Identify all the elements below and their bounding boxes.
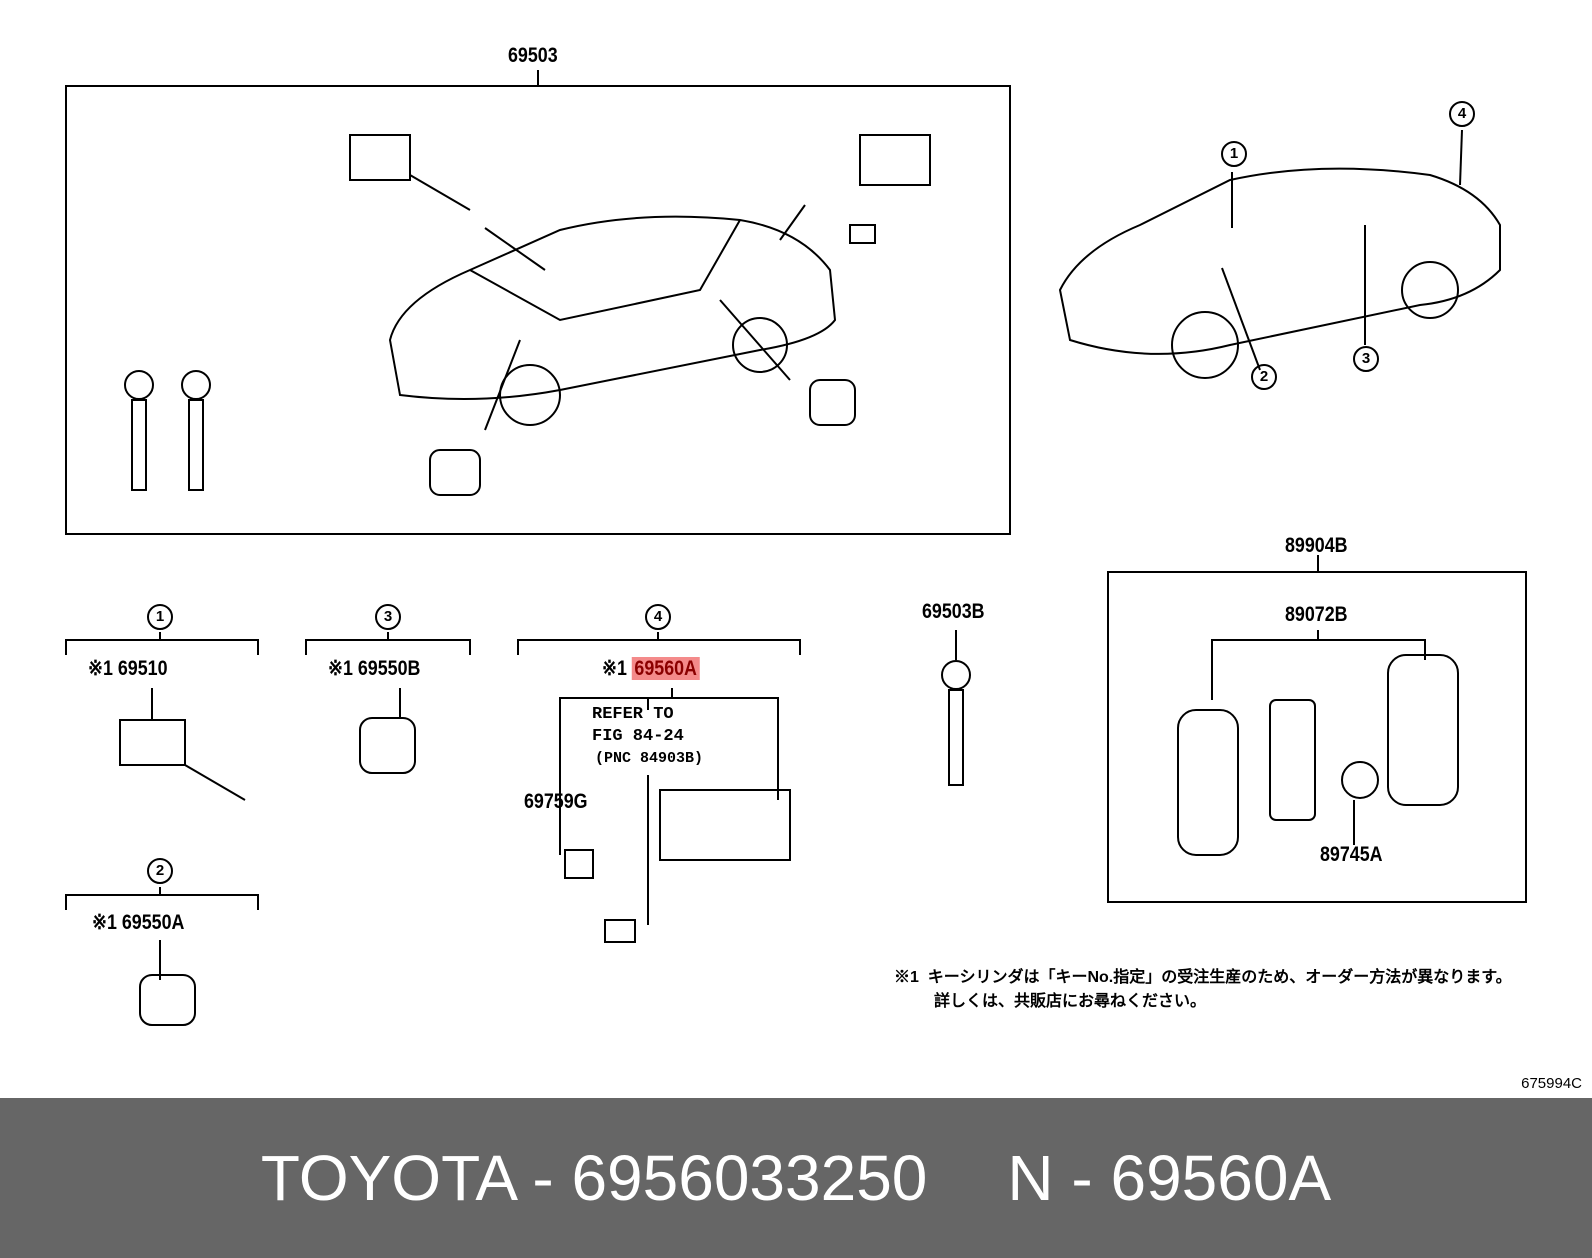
mark: ※1 xyxy=(92,911,117,934)
footnote-line-2: 詳しくは、共販店にお尋ねください。 xyxy=(934,993,1207,1010)
view-callout-1: 1 xyxy=(1221,141,1247,167)
group-3-label: ※1 69550B xyxy=(328,656,420,681)
figure-code: 675994C xyxy=(1521,1075,1582,1092)
part-69510[interactable]: 69510 xyxy=(117,657,168,680)
part-69503b[interactable]: 69503B xyxy=(922,600,985,623)
part-89072b[interactable]: 89072B xyxy=(1285,603,1348,626)
mark: ※1 xyxy=(88,657,113,680)
footnote-mark: ※1 xyxy=(894,969,919,986)
refer-line-2: FIG 84-24 xyxy=(592,727,684,746)
part-69560a-highlighted[interactable]: 69560A xyxy=(631,657,700,680)
part-69550a[interactable]: 69550A xyxy=(121,911,185,934)
mark: ※1 xyxy=(602,657,627,680)
group-circle-2: 2 xyxy=(147,858,173,884)
view-callout-3: 3 xyxy=(1353,346,1379,372)
refer-line-3: (PNC 84903B) xyxy=(595,750,704,767)
assembly-label: 69503 xyxy=(508,44,558,67)
group-circle-1: 1 xyxy=(147,604,173,630)
part-89745a[interactable]: 89745A xyxy=(1320,843,1383,866)
footnote-line-1: キーシリンダは「キーNo.指定」の受注生産のため、オーダー方法が異なります。 xyxy=(927,969,1512,986)
group-circle-3: 3 xyxy=(375,604,401,630)
mark: ※1 xyxy=(328,657,353,680)
group-4-label: ※1 69560A xyxy=(602,656,700,681)
footer-bar: TOYOTA - 6956033250 N - 69560A xyxy=(0,1098,1592,1258)
part-69759g[interactable]: 69759G xyxy=(524,790,588,813)
footnote: ※1 キーシリンダは「キーNo.指定」の受注生産のため、オーダー方法が異なります… xyxy=(894,966,1512,1014)
group-2-label: ※1 69550A xyxy=(92,910,184,935)
parts-diagram-art xyxy=(65,70,1527,1026)
group-circle-4: 4 xyxy=(645,604,671,630)
footer-pnc: N - 69560A xyxy=(1007,1142,1332,1214)
group-1-label: ※1 69510 xyxy=(88,656,168,681)
footer-part-number: TOYOTA - 6956033250 xyxy=(260,1142,928,1214)
part-89904b[interactable]: 89904B xyxy=(1285,534,1348,557)
view-callout-4: 4 xyxy=(1449,101,1475,127)
view-callout-2: 2 xyxy=(1251,364,1277,390)
part-69550b[interactable]: 69550B xyxy=(357,657,421,680)
refer-line-1: REFER TO xyxy=(592,705,674,724)
